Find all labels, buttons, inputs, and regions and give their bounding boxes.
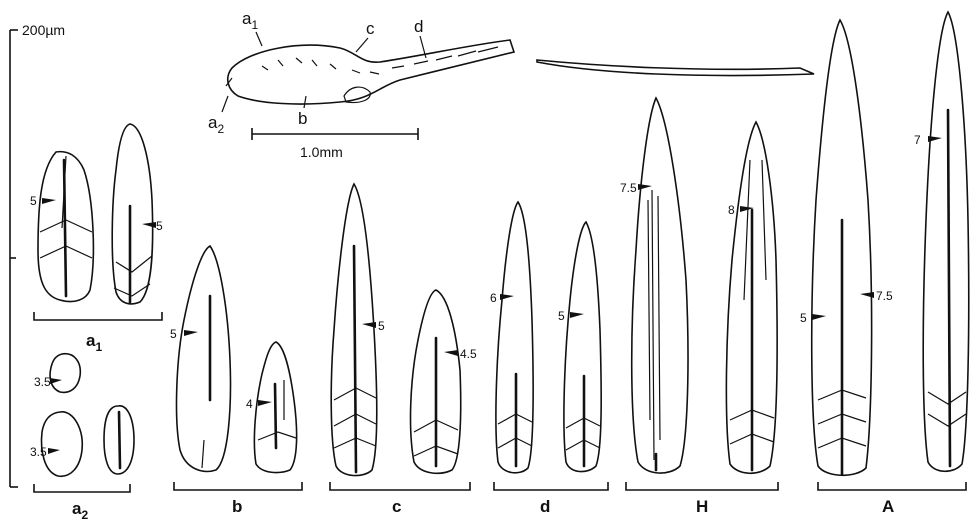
overview-drawing: a1 a2 b c d 1.0mm: [208, 9, 514, 160]
a1-left-measurement: 5: [30, 194, 37, 208]
overview-scale-label: 1.0mm: [300, 144, 343, 160]
overview-leader-a1: [256, 32, 262, 46]
H-group-label: H: [696, 497, 708, 516]
b-left-measurement: 5: [170, 327, 177, 341]
d-group-label: d: [540, 497, 550, 516]
scale-label: 200µm: [22, 22, 65, 38]
H-right-measurement: 8: [728, 203, 735, 217]
A-left-measurement-b: 7.5: [876, 289, 893, 303]
overview-label-b: b: [298, 109, 307, 128]
group-c: 5 4.5 c: [330, 184, 477, 516]
thin-hair-strand: [537, 60, 814, 76]
c-right-measurement: 4.5: [460, 347, 477, 361]
group-H: 7.5 8 H: [620, 98, 778, 516]
d-bracket: [494, 482, 608, 490]
d-right-scale: [564, 222, 601, 472]
c-group-label: c: [392, 497, 401, 516]
H-bracket: [626, 482, 778, 490]
group-A: 5 7.5 7 A: [800, 12, 969, 516]
overview-label-c: c: [366, 19, 375, 38]
b-group-label: b: [232, 497, 242, 516]
overview-label-a1: a1: [242, 9, 258, 32]
a2-bottom-left-scale: [42, 412, 83, 476]
A-right-measurement: 7: [914, 133, 921, 147]
group-b: 5 4 b: [170, 246, 302, 516]
a1-right-measurement: 5: [156, 219, 163, 233]
d-left-scale: [496, 202, 533, 473]
b-right-measurement: 4: [246, 397, 253, 411]
A-group-label: A: [882, 497, 894, 516]
b-left-scale: [177, 246, 231, 471]
overview-leader-c: [356, 38, 368, 52]
A-bracket: [818, 482, 966, 490]
d-left-measurement: 6: [490, 291, 497, 305]
overview-label-a2: a2: [208, 113, 224, 136]
A-left-measurement-a: 5: [800, 311, 807, 325]
a2-bottom-measurement: 3.5: [30, 445, 47, 459]
a1-bracket: [34, 312, 162, 320]
overview-label-d: d: [414, 17, 423, 36]
H-left-measurement: 7.5: [620, 181, 637, 195]
a2-bracket: [34, 484, 130, 492]
a1-group-label: a1: [86, 331, 102, 354]
overview-leader-a2: [222, 96, 228, 112]
group-a1: 5 5 a1: [30, 124, 163, 354]
b-bracket: [174, 482, 302, 490]
a1-right-scale: [112, 124, 152, 304]
a2-group-label: a2: [72, 499, 88, 520]
c-bracket: [330, 482, 470, 490]
a2-top-scale: [50, 354, 80, 393]
a2-top-measurement: 3.5: [34, 375, 51, 389]
c-left-measurement: 5: [378, 319, 385, 333]
group-a2: 3.5 3.5 a2: [30, 354, 134, 520]
d-right-measurement: 5: [558, 309, 565, 323]
group-d: 6 5 d: [490, 202, 608, 516]
